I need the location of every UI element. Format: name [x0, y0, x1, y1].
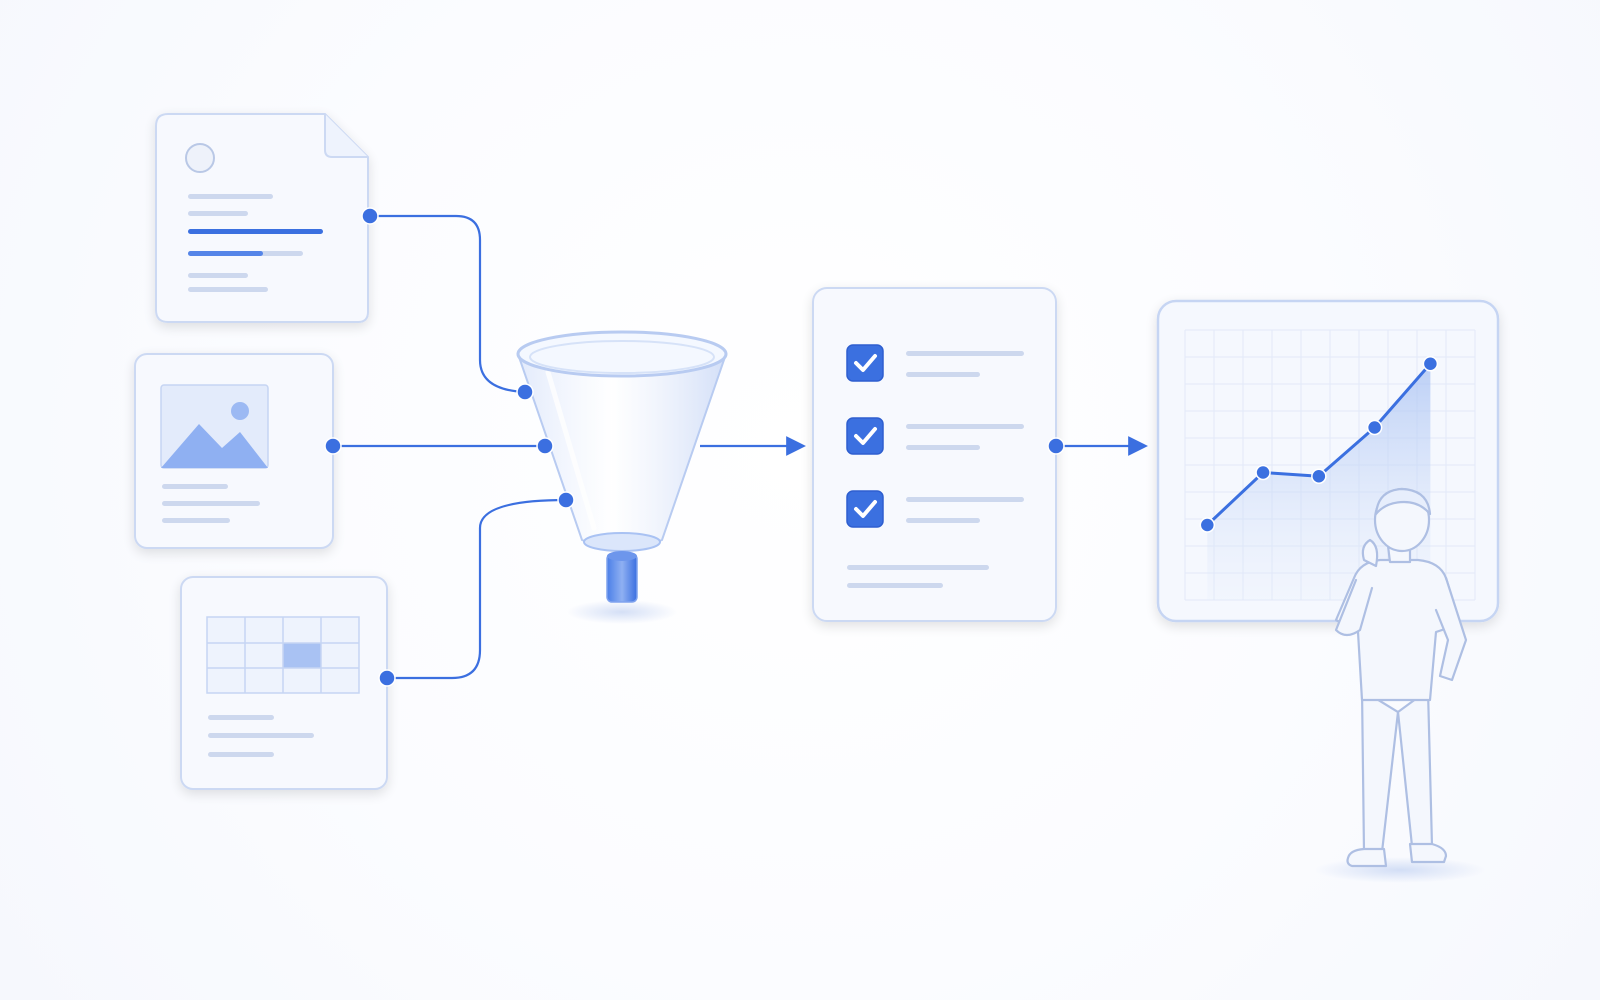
checklist-row — [846, 490, 1024, 528]
person-arm-left — [1334, 578, 1374, 637]
funnel-spout-top — [607, 551, 637, 561]
checklist-footer-line — [847, 565, 989, 570]
table-card — [180, 576, 388, 790]
document-text-line — [188, 287, 268, 292]
table-highlight-cell — [283, 643, 321, 668]
port-dot-funnel-top — [516, 383, 534, 401]
person-hair — [1374, 487, 1432, 516]
image-caption-line — [162, 501, 260, 506]
person-shoe-left — [1346, 847, 1388, 868]
chart-point — [1255, 464, 1271, 481]
chart-point — [1422, 356, 1439, 372]
image-caption-line — [162, 518, 230, 523]
image-card — [134, 353, 334, 549]
port-dot-image — [324, 437, 342, 455]
port-dot-funnel-bottom — [557, 491, 575, 509]
checkbox-checked[interactable] — [846, 490, 884, 528]
person-hand — [1361, 538, 1379, 568]
image-caption-line — [162, 484, 228, 489]
person-leg-left — [1360, 688, 1400, 854]
checklist-card-frame — [812, 287, 1057, 622]
checklist-row — [846, 344, 1024, 382]
document-text-line — [188, 194, 273, 199]
document-text-line — [188, 273, 248, 278]
document-highlight-line — [188, 229, 323, 234]
port-dot-checklist — [1047, 437, 1065, 455]
checklist-item-line — [906, 351, 1024, 356]
funnel-highlight — [545, 369, 597, 531]
port-dot-funnel-mid — [536, 437, 554, 455]
checkbox-checked[interactable] — [846, 417, 884, 455]
checkmark-icon — [854, 500, 877, 518]
connector-lines — [333, 214, 1148, 680]
checklist-footer-line — [847, 583, 943, 588]
funnel-neck — [583, 532, 661, 552]
document-card — [155, 113, 369, 323]
person-shoe-right — [1408, 842, 1448, 864]
checkmark-icon — [854, 427, 877, 445]
checklist-item-line — [906, 424, 1024, 429]
funnel-spout — [606, 553, 638, 603]
person-ground-shadow — [1315, 857, 1485, 883]
funnel-ground-shadow — [567, 600, 677, 624]
table-caption-line — [208, 752, 274, 757]
document-avatar-circle — [185, 143, 215, 173]
checklist-items — [846, 344, 1024, 528]
funnel-rim — [516, 330, 728, 378]
document-progress-fill — [188, 251, 263, 256]
chart-card — [1156, 299, 1500, 623]
port-dot-table — [378, 669, 396, 687]
checklist-row — [846, 417, 1024, 455]
funnel-rim-inner — [529, 340, 715, 374]
table-icon — [206, 616, 360, 694]
person-leg-right — [1396, 688, 1434, 848]
checkmark-icon — [854, 354, 877, 372]
checklist-item-line — [906, 497, 1024, 502]
connector-table-to-funnel — [387, 498, 567, 680]
checklist-item-line — [906, 372, 980, 377]
port-dot-document — [361, 207, 379, 225]
person-arm-right — [1434, 576, 1468, 682]
checklist-item-line — [906, 445, 980, 450]
sun-shape — [231, 402, 249, 420]
person-icon — [1315, 487, 1485, 883]
checklist-item-line — [906, 518, 980, 523]
mountain-shape — [161, 424, 268, 468]
document-text-line — [188, 211, 248, 216]
table-caption-line — [208, 733, 314, 738]
chart-point — [1311, 468, 1327, 484]
funnel-icon — [516, 330, 728, 624]
checkbox-checked[interactable] — [846, 344, 884, 382]
connector-dots — [324, 207, 1065, 687]
connector-document-to-funnel — [370, 214, 526, 394]
document-fold — [324, 114, 368, 158]
table-caption-line — [208, 715, 274, 720]
chart-point — [1366, 419, 1383, 436]
chart-point — [1199, 517, 1216, 533]
checklist-card — [812, 287, 1057, 622]
chart-points — [1199, 356, 1439, 533]
